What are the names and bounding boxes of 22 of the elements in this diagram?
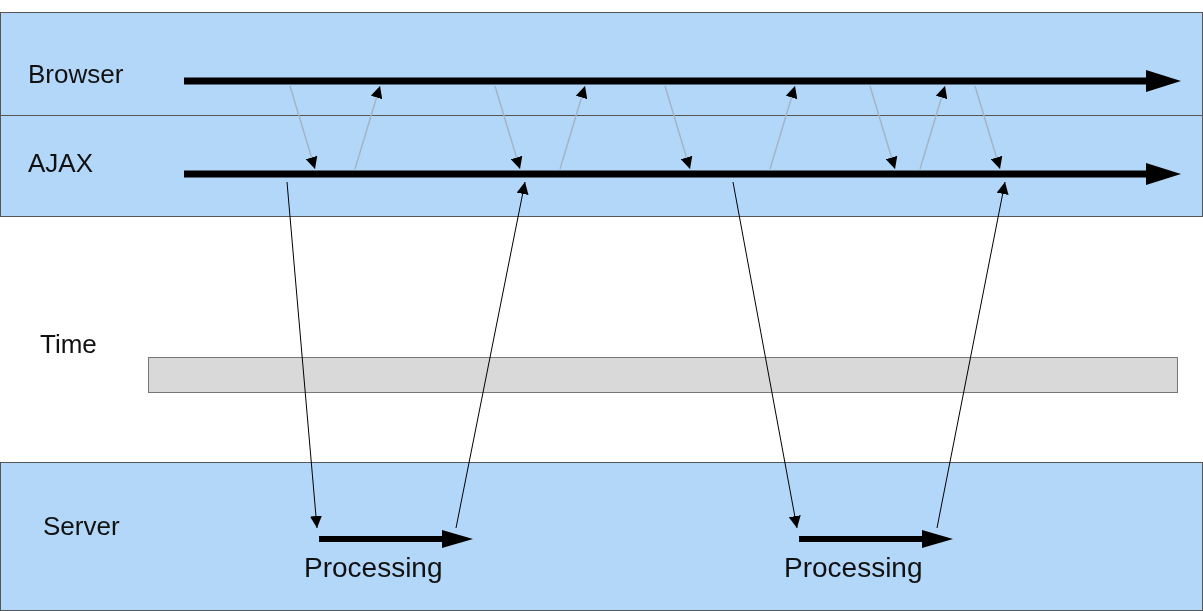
swimlane-band: [0, 462, 1203, 611]
arrow: [455, 181, 529, 529]
arrow: [936, 181, 1009, 529]
arrow: [289, 85, 318, 170]
arrow: [559, 85, 588, 170]
step-label: Processing: [304, 554, 443, 582]
arrow: [974, 85, 1003, 170]
lane-label: Browser: [28, 61, 124, 87]
arrow: [732, 181, 801, 529]
arrow: [919, 85, 948, 170]
arrow: [286, 181, 322, 529]
arrow: [494, 85, 523, 170]
arrow: [664, 85, 693, 170]
arrow: [354, 85, 383, 170]
arrow: [769, 85, 798, 170]
arrow: [869, 85, 898, 170]
lane-label: Server: [43, 513, 120, 539]
swimlane-band: [0, 115, 1203, 217]
step-label: Processing: [784, 554, 923, 582]
lane-label: AJAX: [28, 150, 94, 176]
swimlane-band: [0, 12, 1203, 116]
axis-label: Time: [40, 331, 97, 357]
